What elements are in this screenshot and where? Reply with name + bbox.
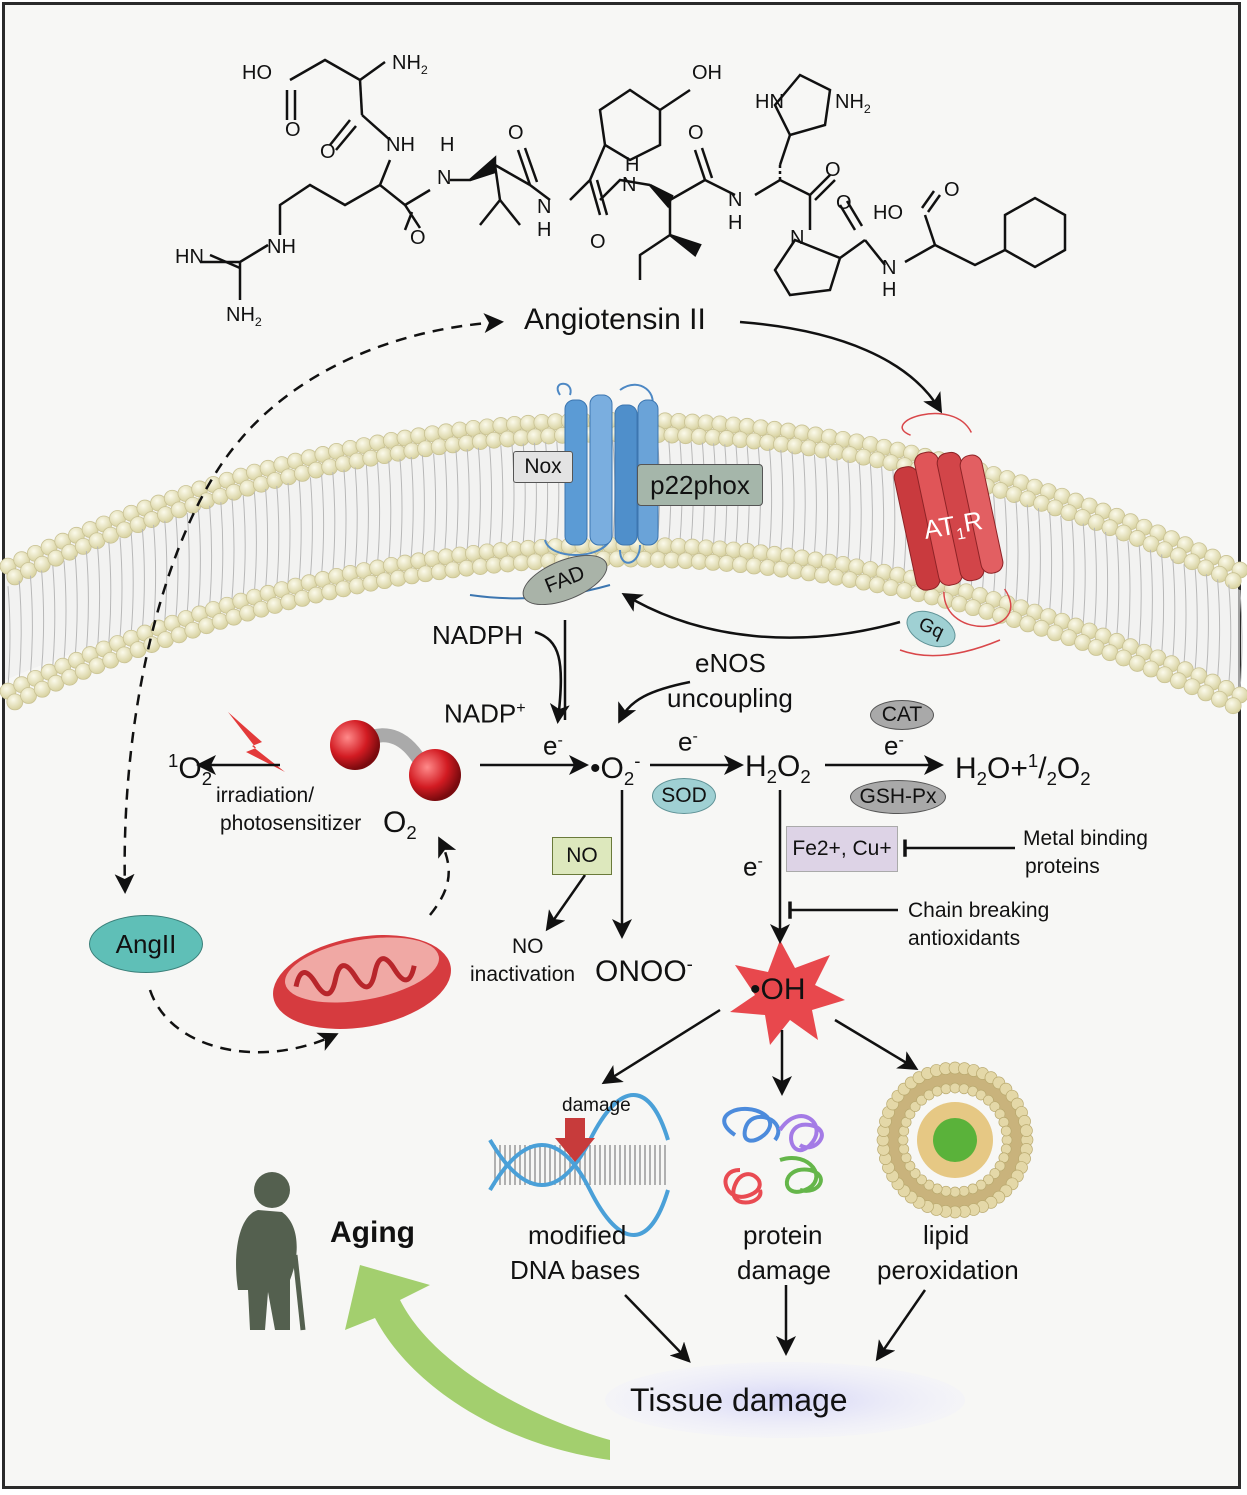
atom-nh2: NH2	[392, 52, 428, 77]
atom-ho: HO	[242, 62, 272, 84]
atom-n: N	[437, 167, 452, 189]
enos-label-line2: uncoupling	[667, 683, 793, 713]
damage-label: damage	[562, 1095, 631, 1116]
atom-hn: HN	[755, 91, 784, 113]
electron-label-3: e-	[884, 730, 904, 761]
cat-ellipse: CAT	[870, 700, 934, 730]
metal-binding-line2: proteins	[1025, 855, 1100, 878]
protein-tangle	[722, 1106, 824, 1205]
atom-hn: HN	[175, 246, 204, 268]
no-box: NO	[552, 837, 612, 875]
electron-label-2: e-	[678, 726, 698, 757]
atom-o: O	[590, 231, 606, 253]
aging-label: Aging	[330, 1216, 415, 1249]
atom-h: H	[728, 212, 743, 234]
atom-n: N	[537, 196, 552, 218]
angiotensin-structure	[200, 58, 1067, 300]
atom-o: O	[944, 179, 960, 201]
hydroxyl-star	[730, 940, 845, 1045]
atom-nh2: NH2	[835, 91, 871, 116]
singlet-oxygen-label: 1O2	[168, 750, 213, 789]
atom-o: O	[410, 227, 426, 249]
peroxynitrite-label: ONOO-	[595, 953, 693, 988]
atom-o: O	[836, 192, 852, 214]
chain-breaking-line1: Chain breaking	[908, 899, 1050, 922]
protein-label-line1: protein	[743, 1220, 823, 1250]
dna-label-line1: modified	[528, 1220, 627, 1250]
chain-breaking-line2: antioxidants	[908, 927, 1021, 950]
nox-box: Nox	[513, 451, 573, 483]
gshpx-ellipse: GSH-Px	[850, 780, 946, 814]
protein-label-line2: damage	[737, 1255, 831, 1285]
electron-label-1: e-	[543, 730, 563, 761]
no-inactivation-line2: inactivation	[470, 963, 576, 986]
tissue-damage-glow	[605, 1362, 965, 1438]
hydroxyl-label: •OH	[750, 973, 806, 1006]
lipid-label-line1: lipid	[923, 1220, 970, 1250]
atom-nh: NH	[386, 134, 415, 156]
mitochondrion	[273, 935, 451, 1029]
atom-o: O	[688, 122, 704, 144]
atom-nh2: NH2	[226, 304, 262, 329]
atom-h: H	[537, 219, 552, 241]
enos-label-line1: eNOS	[695, 648, 766, 678]
receptor-tail	[899, 639, 1001, 657]
sod-ellipse: SOD	[652, 778, 716, 814]
nadp-label: NADP+	[444, 698, 526, 729]
no-inactivation-line1: NO	[512, 935, 544, 958]
atom-o: O	[320, 141, 336, 163]
metals-box: Fe2+, Cu+	[786, 826, 898, 872]
irradiation-label-line1: irradiation/	[216, 784, 315, 807]
lipid-vesicle	[876, 1061, 1034, 1219]
at1r-receptor	[893, 412, 1012, 628]
atom-h: H	[440, 134, 455, 156]
atom-n: N	[622, 174, 637, 196]
atom-nh: NH	[267, 236, 296, 258]
dashed-arrows	[114, 313, 504, 1054]
arrows	[196, 320, 1015, 1363]
lightning-icon	[228, 712, 285, 772]
atom-n: N	[790, 227, 805, 249]
atom-o: O	[508, 122, 524, 144]
hydrogen-peroxide-label: H2O2	[745, 750, 811, 787]
elderly-person-icon	[236, 1172, 306, 1331]
irradiation-label-line2: photosensitizer	[220, 812, 362, 835]
oxygen-molecule	[330, 720, 461, 801]
electron-label-4: e-	[743, 851, 763, 882]
metal-binding-line1: Metal binding	[1023, 827, 1148, 850]
atom-n: N	[728, 189, 743, 211]
p22phox-box: p22phox	[637, 464, 763, 506]
angiotensin-label: Angiotensin II	[524, 303, 706, 336]
atom-n: N	[882, 257, 897, 279]
oxygen-label: O2	[383, 806, 417, 843]
nadph-label: NADPH	[432, 620, 524, 650]
superoxide-label: •O2-	[590, 750, 641, 789]
atom-h: H	[882, 279, 897, 301]
tissue-damage-label: Tissue damage	[630, 1382, 848, 1418]
lipid-label-line2: peroxidation	[877, 1255, 1019, 1285]
green-return-arrow	[345, 1265, 610, 1460]
water-label: H2O+1/2O2	[955, 750, 1091, 789]
angii-ellipse: AngII	[89, 915, 203, 973]
atom-h: H	[625, 154, 640, 176]
dna-helix	[488, 1093, 670, 1237]
dna-label-line2: DNA bases	[510, 1255, 641, 1285]
atom-oh: OH	[692, 62, 722, 84]
atom-ho: HO	[873, 202, 903, 224]
atom-o: O	[285, 119, 301, 141]
atom-o: O	[825, 159, 841, 181]
